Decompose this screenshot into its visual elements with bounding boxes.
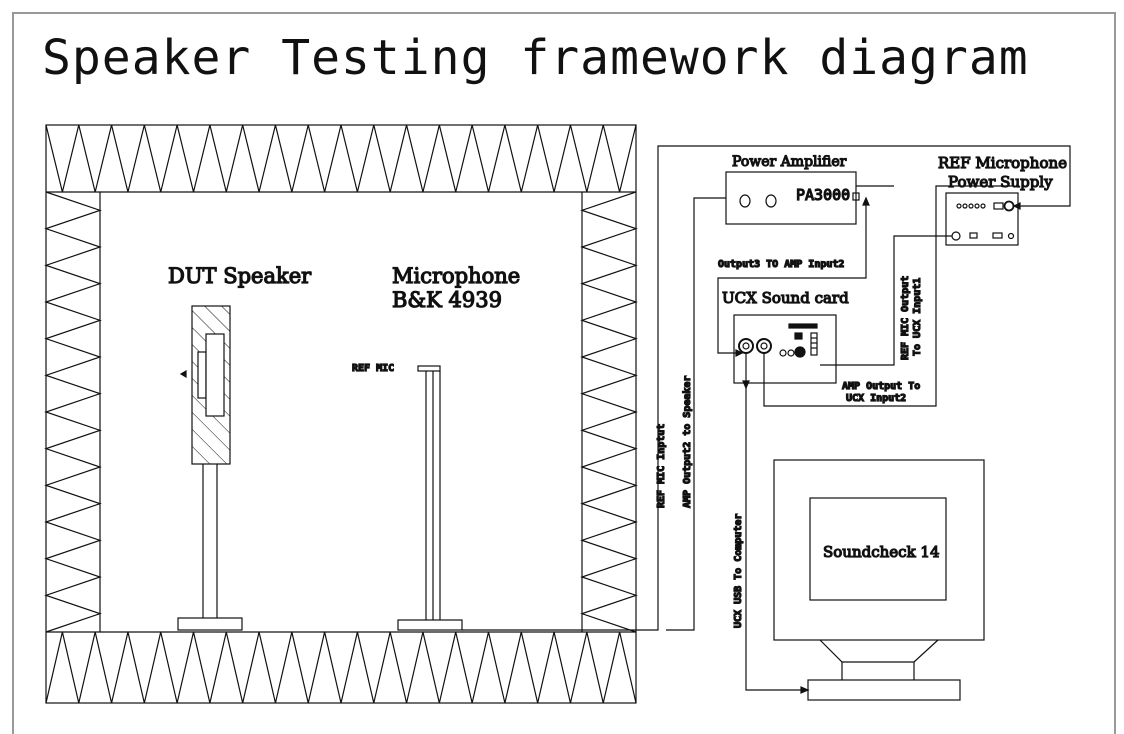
cable-ref-mic-output [820, 235, 952, 366]
mic-capsule [417, 365, 441, 372]
usb-arrow-head [800, 686, 810, 694]
monitor-outline [773, 459, 985, 641]
ref-power-label-1: REF Microphone [938, 154, 1067, 172]
ucx-knob-1 [779, 349, 787, 357]
mic-stand-base [397, 619, 463, 631]
diagram-title: Speaker Testing framework diagram [42, 30, 1029, 86]
power-supply-indicator-2 [992, 232, 1003, 239]
speaker-driver [197, 351, 207, 399]
cable-amp-output-to-ucx2 [763, 185, 1012, 407]
amp-knob-1 [739, 194, 751, 208]
ref-power-label-2: Power Supply [948, 173, 1053, 191]
power-supply-led-row [956, 203, 986, 209]
ucx-meter [810, 332, 818, 356]
left-wedges [44, 191, 102, 633]
ucx-box [733, 314, 837, 384]
ucx-label-strip [788, 323, 818, 329]
cable-amp-output2 [666, 197, 726, 631]
ucx-main-knob [794, 346, 806, 358]
ucx-sound-card-label: UCX Sound card [722, 289, 849, 307]
ucx-input2-jack-inner [760, 342, 768, 350]
amp-output-label-2: UCX Input2 [846, 393, 906, 404]
ucx-input2-jack [756, 338, 772, 354]
power-supply-box [945, 192, 1019, 246]
pa-model-label: PA3000 [796, 186, 850, 204]
speaker-arrow-head [179, 369, 187, 379]
usb-down-arrow [742, 380, 750, 390]
cables [462, 145, 1071, 694]
power-supply-switch [993, 202, 1004, 210]
bottom-wedges [45, 631, 637, 704]
cable-usb [745, 353, 808, 691]
power-amplifier-label: Power Amplifier [732, 154, 847, 170]
power-supply-output-jack [951, 231, 961, 241]
ref-mic-label: REF MIC [352, 363, 394, 374]
diagram-frame [12, 12, 1116, 734]
power-supply-arrow-head [1012, 202, 1021, 210]
anechoic-chamber [44, 124, 638, 704]
dut-speaker [177, 305, 243, 631]
top-wedges [45, 124, 637, 193]
microphone-label: Microphone [392, 264, 520, 288]
amp-knob-2 [765, 194, 777, 208]
speaker-driver-cone [205, 333, 225, 417]
usb-label: UCX USB To Computer [733, 514, 744, 628]
ref-mic-output-label-1: REF MIC Output [900, 276, 911, 360]
microphone-model-label: B&K 4939 [392, 288, 502, 312]
monitor-screen [809, 497, 947, 601]
power-supply-indicator [969, 232, 978, 239]
amp-output-label-1: AMP Output To [842, 381, 920, 392]
power-supply-input-jack [1003, 200, 1015, 212]
soundcheck-label: Soundcheck 14 [823, 543, 940, 561]
ref-mic-output-label-2: To UCX Input1 [912, 278, 923, 356]
power-supply-knob [1007, 232, 1015, 240]
ucx-knob-2 [787, 349, 795, 357]
cable-ref-mic-input [462, 145, 1071, 631]
ucx-input-arrow-head [735, 349, 744, 357]
output3-label: Output3 TO AMP Input2 [718, 259, 844, 270]
amp-input-arrow-head [862, 196, 870, 206]
computer [773, 459, 985, 701]
dut-speaker-label: DUT Speaker [168, 264, 312, 288]
ucx-display [794, 332, 803, 340]
speaker-stand-base [177, 617, 243, 631]
amp-output2-label: AMP Output2 to Speaker [682, 376, 693, 508]
monitor-base [807, 679, 961, 701]
monitor-neck [819, 639, 939, 663]
amp-output-jack [852, 192, 860, 201]
ucx-input1-jack [738, 338, 754, 354]
chamber-outline [45, 124, 637, 704]
ucx-sound-card [733, 314, 837, 384]
ucx-input1-jack-inner [742, 342, 750, 350]
microphone-stand [397, 365, 463, 631]
ref-mic-power-supply [945, 192, 1019, 246]
cable-output3-to-amp [717, 198, 867, 354]
ref-mic-input-label: REF MIC Inptut [656, 424, 667, 508]
right-wedges [580, 191, 638, 633]
